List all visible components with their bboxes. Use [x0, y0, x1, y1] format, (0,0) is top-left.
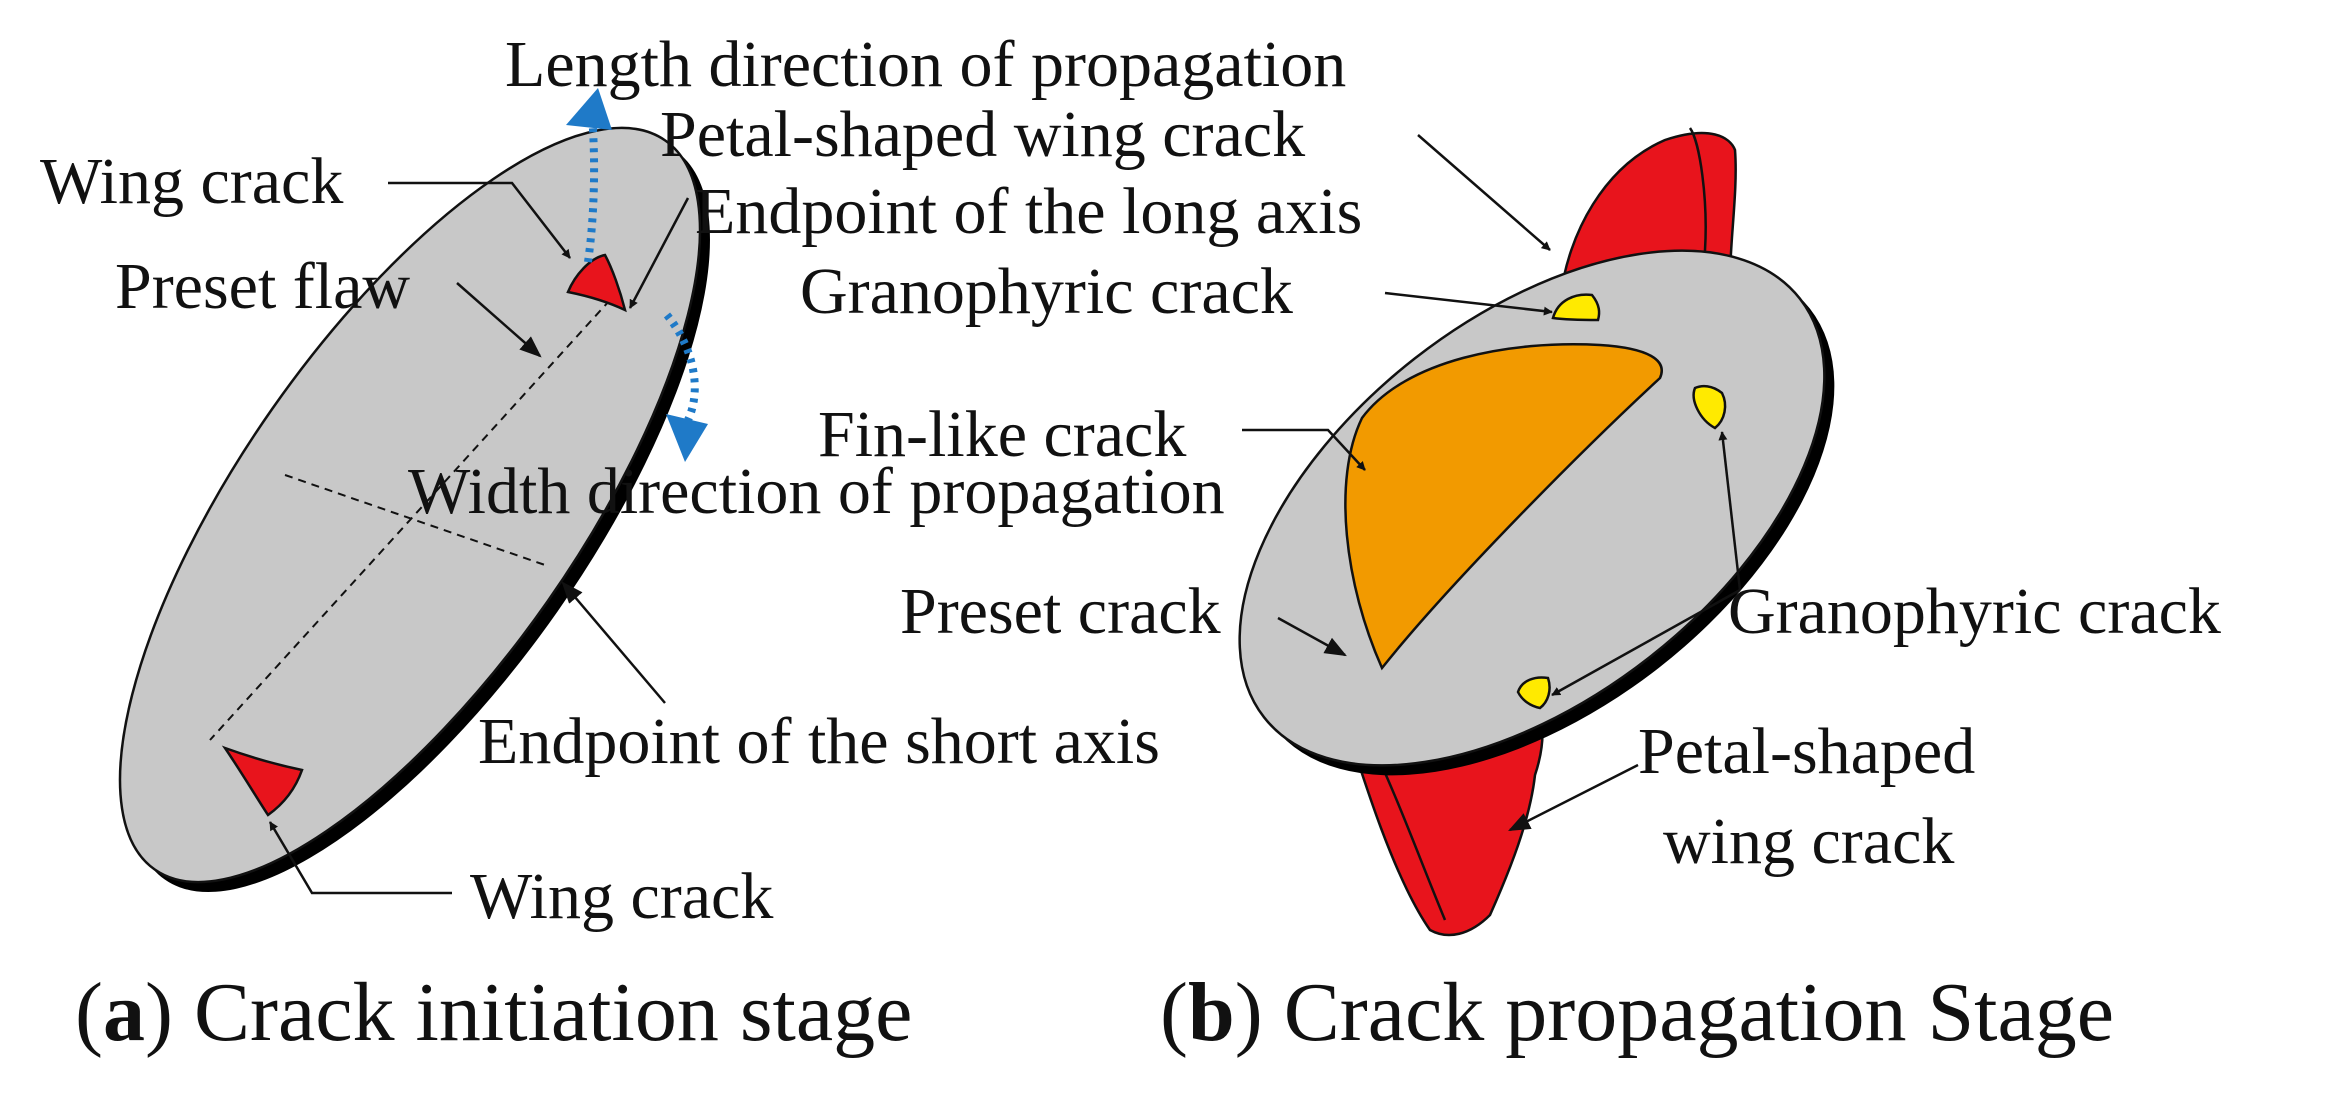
caption-b: (b) Crack propagation Stage	[1160, 966, 2114, 1059]
label-endpoint-long-axis: Endpoint of the long axis	[695, 175, 1362, 248]
width-direction-arrow	[663, 312, 699, 422]
label-granophyric-top: Granophyric crack	[800, 255, 1293, 328]
long-axis-line	[209, 299, 611, 741]
label-preset-flaw: Preset flaw	[115, 250, 410, 323]
leader-petal-wing-bottom	[1508, 763, 1639, 832]
panel-a: Length direction of propagation Wing cra…	[40, 28, 1362, 1059]
dotted-blue-arrow-icon	[566, 88, 612, 130]
label-wing-crack-top: Wing crack	[40, 145, 343, 218]
leader-preset-crack	[1277, 616, 1347, 657]
panel-b: Petal-shaped wing crack Granophyric crac…	[660, 98, 2221, 1059]
granophyric-crack-right-shape	[1692, 384, 1727, 430]
dotted-blue-arrow-icon	[666, 414, 708, 462]
leader-wing-crack-bottom	[268, 821, 452, 895]
leader-preset-flaw	[456, 282, 542, 358]
label-petal-wing-bottom-line1: Petal-shaped	[1638, 715, 1975, 788]
leader-fin-like	[1242, 428, 1366, 471]
label-endpoint-short-axis: Endpoint of the short axis	[478, 705, 1160, 778]
short-axis-line	[284, 474, 546, 566]
label-width-direction: Width direction of propagation	[408, 455, 1225, 528]
granophyric-crack-top-shape	[1551, 293, 1601, 322]
wing-crack-bottom-shape	[221, 745, 304, 817]
label-preset-crack: Preset crack	[900, 575, 1221, 648]
leader-granophyric-right-up	[1718, 431, 1742, 591]
label-petal-wing-top: Petal-shaped wing crack	[660, 98, 1305, 171]
caption-a: (a) Crack initiation stage	[75, 966, 912, 1059]
fin-like-crack-shape	[1344, 343, 1663, 671]
label-fin-like: Fin-like crack	[818, 398, 1186, 471]
label-length-direction: Length direction of propagation	[505, 28, 1346, 101]
leader-granophyric-top	[1384, 291, 1553, 316]
wing-crack-top-shape	[566, 253, 627, 313]
leader-short-axis	[561, 581, 666, 704]
preset-flaw	[118, 126, 702, 884]
leader-petal-wing-top	[1417, 134, 1551, 251]
leader-granophyric-right-down	[1551, 588, 1741, 697]
label-petal-wing-bottom-line2: wing crack	[1663, 805, 1954, 878]
label-granophyric-right: Granophyric crack	[1728, 575, 2221, 648]
leader-long-axis	[628, 197, 690, 309]
granophyric-crack-bottom-shape	[1516, 676, 1551, 710]
leader-wing-crack-top	[388, 181, 571, 259]
length-direction-arrow	[584, 114, 599, 263]
label-wing-crack-bottom: Wing crack	[470, 860, 773, 933]
